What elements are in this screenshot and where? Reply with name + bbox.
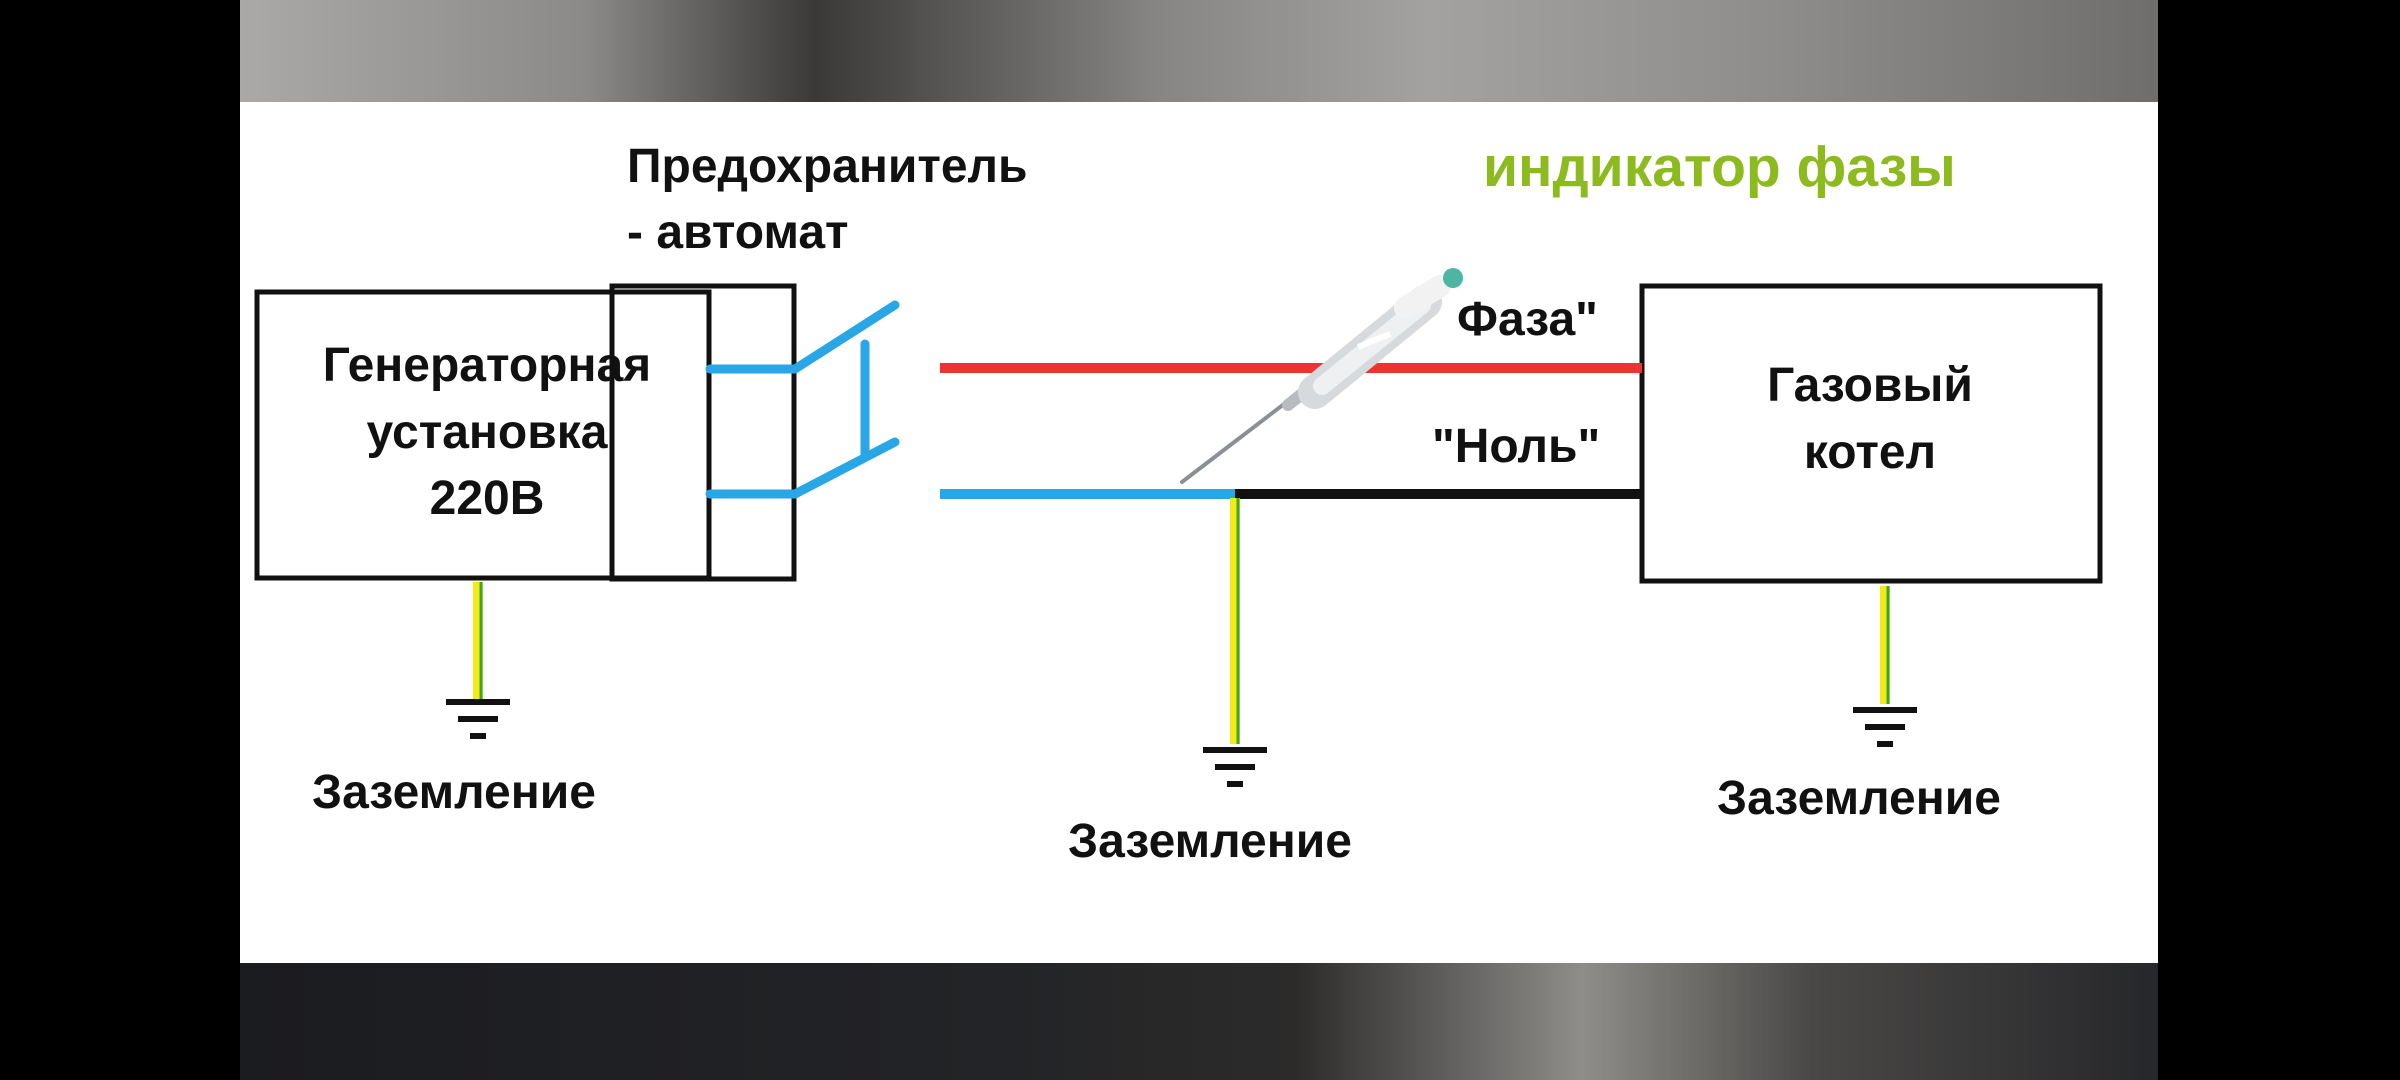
video-frame: индикатор фазы Предохранитель - автомат …	[240, 0, 2158, 1080]
fuse-label-line-2: - автомат	[627, 206, 849, 259]
neutral-label: "Ноль"	[1432, 420, 1601, 473]
diagram-graphics	[254, 268, 2103, 787]
wiring-diagram: индикатор фазы Предохранитель - автомат …	[240, 102, 2158, 963]
switch-icon	[705, 300, 900, 499]
boiler-box	[1639, 283, 2103, 584]
boiler-label-line-1: Газовый	[1767, 359, 1973, 412]
generator-label-line-2: установка	[366, 406, 608, 459]
ground-label-generator: Заземление	[312, 766, 596, 819]
breaker-box	[609, 283, 797, 582]
ground-wire-generator	[473, 582, 483, 700]
generator-box	[254, 289, 712, 581]
boiler-label-line-2: котел	[1803, 426, 1937, 479]
ground-wire-boiler	[1880, 586, 1890, 704]
generator-label-line-3: 220В	[429, 472, 545, 525]
ground-symbol-icon	[1203, 747, 1267, 787]
ground-label-middle: Заземление	[1068, 815, 1352, 868]
video-top-band	[240, 0, 2158, 102]
ground-symbol-icon	[446, 699, 510, 739]
ground-symbol-icon	[1853, 707, 1917, 747]
screwdriver-phase-tester-icon	[1180, 268, 1463, 484]
fuse-label-line-1: Предохранитель	[627, 140, 1028, 193]
diagram-title: индикатор фазы	[1483, 135, 1956, 199]
ground-wire-middle	[1230, 498, 1240, 744]
video-bottom-band	[240, 963, 2158, 1080]
phase-label: Фаза"	[1457, 293, 1598, 346]
ground-label-boiler: Заземление	[1717, 772, 2001, 825]
generator-label-line-1: Генераторная	[322, 339, 652, 392]
